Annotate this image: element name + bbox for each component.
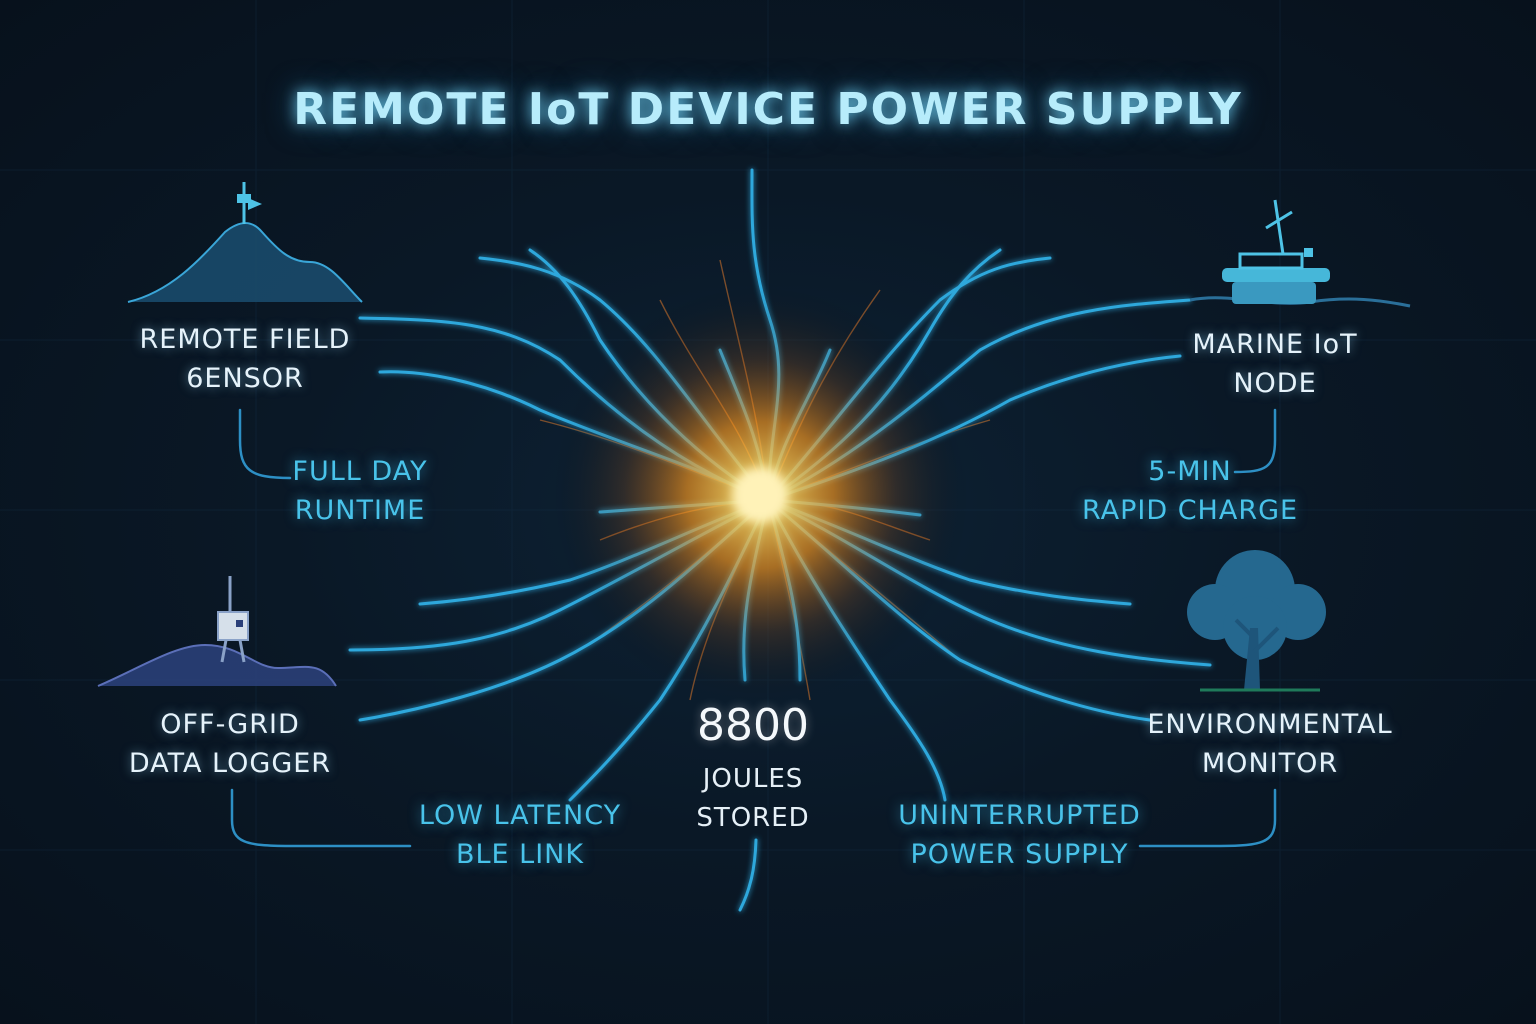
energy-unit-line2: STORED bbox=[696, 803, 810, 833]
tree-icon bbox=[1187, 550, 1326, 692]
connector-lines bbox=[230, 408, 1277, 848]
feature-label-line2: POWER SUPPLY bbox=[910, 839, 1129, 871]
node-environmental-monitor: ENVIRONMENTAL MONITOR bbox=[1140, 705, 1400, 783]
energy-stored-unit: JOULES STORED bbox=[668, 760, 838, 838]
feature-label-line2: BLE LINK bbox=[455, 839, 585, 871]
energy-unit-line1: JOULES bbox=[702, 764, 804, 794]
connector-monitor-to-ups bbox=[1138, 788, 1277, 848]
feature-rapid-charge: 5-MIN RAPID CHARGE bbox=[1080, 452, 1300, 530]
mountain-antenna-icon bbox=[127, 182, 363, 303]
data-logger-icon bbox=[97, 576, 337, 687]
connector-marine-to-charge bbox=[1233, 408, 1277, 474]
node-label-line2: DATA LOGGER bbox=[128, 748, 332, 780]
energy-stored-value: 8800 bbox=[697, 700, 809, 751]
feature-ups: UNINTERRUPTED POWER SUPPLY bbox=[892, 796, 1147, 874]
node-label-line2: 6ENSOR bbox=[186, 363, 304, 395]
page-title: REMOTE IoT DEVICE POWER SUPPLY bbox=[293, 84, 1243, 135]
connector-logger-to-ble bbox=[230, 788, 412, 848]
node-label-line1: OFF-GRID bbox=[160, 709, 300, 740]
feature-label-line1: UNINTERRUPTED bbox=[898, 800, 1141, 831]
feature-label-line1: LOW LATENCY bbox=[418, 800, 622, 831]
feature-label-line2: RAPID CHARGE bbox=[1081, 495, 1299, 527]
energy-core bbox=[732, 467, 788, 523]
feature-ble-link: LOW LATENCY BLE LINK bbox=[410, 796, 630, 874]
feature-full-day-runtime: FULL DAY RUNTIME bbox=[275, 452, 445, 530]
node-label-line1: ENVIRONMENTAL bbox=[1147, 709, 1393, 740]
node-label-line2: NODE bbox=[1233, 368, 1317, 400]
node-label-line2: MONITOR bbox=[1201, 748, 1339, 780]
node-remote-field-sensor: REMOTE FIELD 6ENSOR bbox=[120, 320, 370, 398]
feature-label-line2: RUNTIME bbox=[294, 495, 426, 527]
node-off-grid-logger: OFF-GRID DATA LOGGER bbox=[115, 705, 345, 783]
node-label-line1: REMOTE FIELD bbox=[139, 324, 351, 355]
node-label-line1: MARINE IoT bbox=[1192, 329, 1358, 360]
marine-buoy-icon bbox=[1189, 199, 1411, 308]
feature-label-line1: 5-MIN bbox=[1148, 456, 1232, 487]
connector-remote-to-runtime bbox=[238, 408, 292, 480]
node-marine-iot: MARINE IoT NODE bbox=[1160, 325, 1390, 403]
feature-label-line1: FULL DAY bbox=[292, 456, 428, 487]
